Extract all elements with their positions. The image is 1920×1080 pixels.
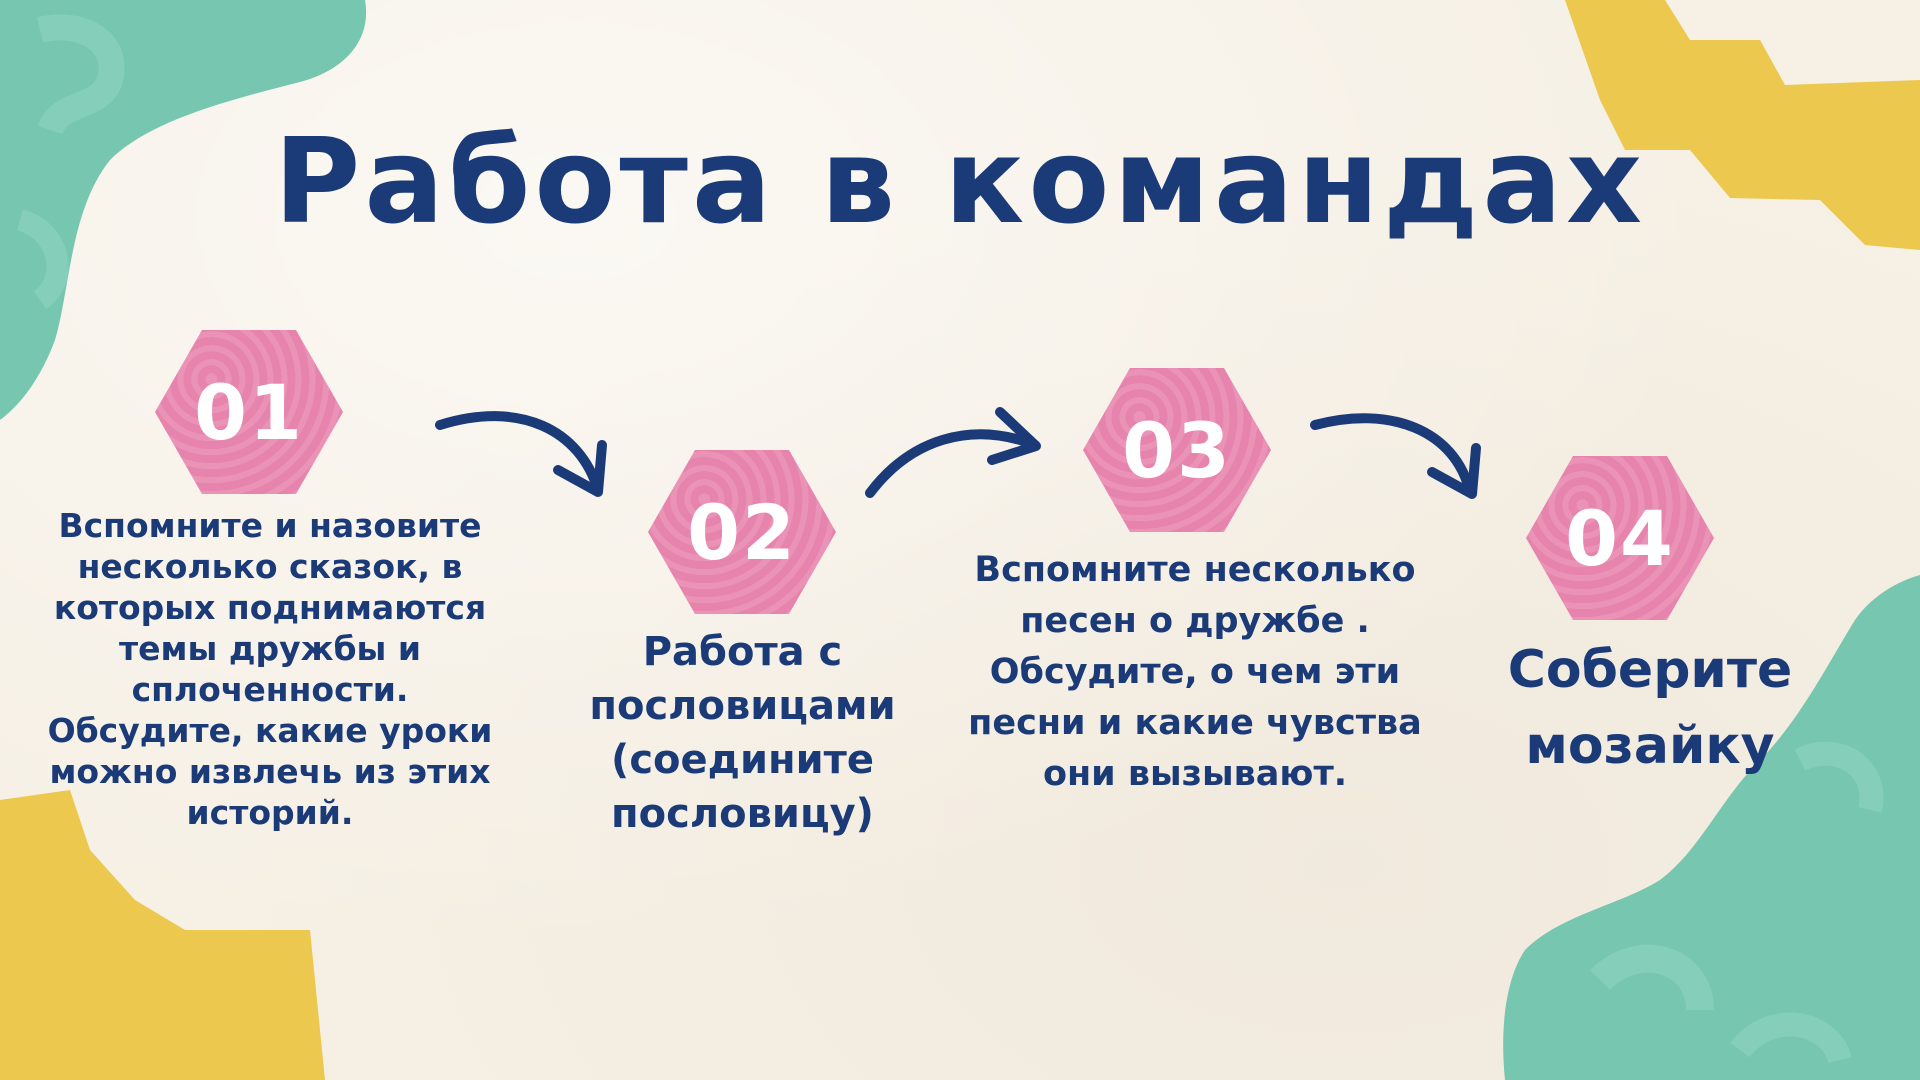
step-3-text: Вспомните несколько песен о дружбе . Обс…	[968, 550, 1422, 794]
step-3-number: 03	[1122, 405, 1232, 495]
step-2-number: 02	[687, 487, 797, 577]
step-4-number: 04	[1565, 493, 1675, 583]
yellow-zigzag-bottom-left	[0, 790, 325, 1080]
step-1-number: 01	[194, 367, 304, 457]
hexagon-shape	[1083, 368, 1271, 532]
curved-arrow-icon	[435, 411, 607, 497]
step-1-text: Вспомните и назовите несколько сказок, в…	[47, 506, 493, 832]
step-3-hexagon: 03	[1083, 368, 1271, 532]
curved-arrow-icon	[865, 407, 1041, 498]
page-title: Работа в командах	[273, 112, 1647, 250]
teal-blob-bottom-right	[1503, 575, 1920, 1080]
step-2-text: Работа с пословицами (соедините пословиц…	[589, 629, 896, 837]
step-4-text: Соберите мозайку	[1507, 640, 1793, 776]
hexagon-shape	[155, 330, 343, 494]
yellow-zigzag-top-right	[1565, 0, 1920, 250]
curved-arrow-icon	[1310, 413, 1481, 499]
step-2-hexagon: 02	[648, 450, 836, 614]
step-1-hexagon: 01	[155, 330, 343, 494]
step-4-hexagon: 04	[1526, 456, 1714, 620]
hexagon-shape	[1526, 456, 1714, 620]
